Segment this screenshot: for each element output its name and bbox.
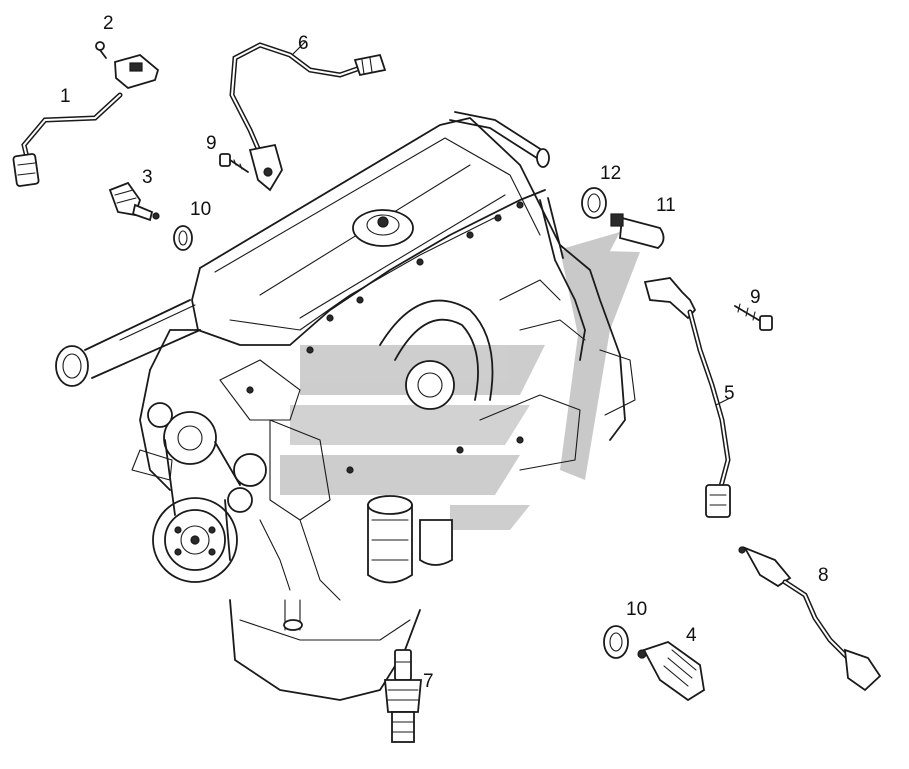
callout-8: 8 xyxy=(818,565,829,586)
callout-1: 1 xyxy=(60,86,71,107)
callout-9-right: 9 xyxy=(750,287,761,308)
part-9-bolt-right xyxy=(734,303,773,331)
part-1-sensor-harness xyxy=(12,92,123,187)
callout-5: 5 xyxy=(724,383,735,404)
callout-3: 3 xyxy=(142,167,153,188)
part-3-temperature-sensor xyxy=(108,181,160,222)
part-6-cable-sensor xyxy=(229,42,387,192)
callout-11: 11 xyxy=(656,195,676,216)
part-5-speed-sensor xyxy=(643,277,731,518)
callout-6: 6 xyxy=(298,33,309,54)
callout-9-left: 9 xyxy=(206,133,217,154)
callout-2: 2 xyxy=(103,13,114,34)
part-10-seal-ring-upper xyxy=(173,225,193,251)
callout-12: 12 xyxy=(600,163,622,184)
watermark-logo xyxy=(280,232,640,530)
part-12-seal-ring xyxy=(581,187,607,219)
part-10-seal-ring-lower xyxy=(603,625,629,659)
part-7-sensor xyxy=(384,649,422,743)
part-4-temperature-sender xyxy=(637,641,705,702)
engine-block xyxy=(55,111,636,701)
callout-10-lower: 10 xyxy=(626,599,648,620)
leader-lines xyxy=(291,41,731,406)
part-9-bolt-left xyxy=(219,153,249,173)
part-8-sensor-cable xyxy=(738,546,882,692)
part-2-screw xyxy=(95,41,160,89)
callout-4: 4 xyxy=(686,625,697,646)
callout-10-upper: 10 xyxy=(190,199,212,220)
part-11-pressure-switch xyxy=(610,213,665,249)
callout-7: 7 xyxy=(423,671,434,692)
